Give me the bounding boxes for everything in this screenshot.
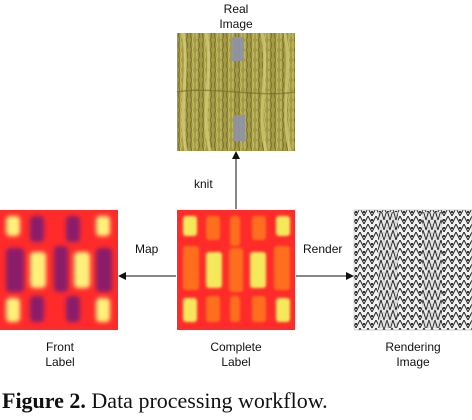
- rendering-image-panel: [353, 209, 472, 331]
- real-image-panel: [176, 32, 296, 152]
- complete-label-label-line2: Label: [221, 355, 251, 369]
- edge-label-map: Map: [133, 242, 161, 256]
- front-label-label: Front Label: [25, 340, 95, 370]
- edge-label-render: Render: [301, 242, 345, 256]
- real-image-label-line1: Real: [223, 2, 249, 16]
- rendering-image-label: Rendering Image: [368, 340, 458, 370]
- complete-label-panel: [177, 210, 295, 330]
- front-label-label-line2: Label: [45, 355, 75, 369]
- figure-caption-prefix: Figure 2.: [2, 388, 86, 413]
- real-image-label-line2: Image: [219, 17, 253, 31]
- edge-label-knit: knit: [192, 177, 215, 191]
- figure-caption: Figure 2. Data processing workflow.: [2, 388, 328, 414]
- front-label-label-line1: Front: [45, 340, 74, 354]
- front-label-panel: [0, 210, 118, 330]
- complete-label-label: Complete Label: [196, 340, 276, 370]
- complete-label-label-line1: Complete: [210, 340, 262, 354]
- rendering-image-label-line2: Image: [396, 355, 430, 369]
- rendering-image-label-line1: Rendering: [385, 340, 441, 354]
- real-image-label: Real Image: [206, 2, 266, 32]
- figure-caption-text: Data processing workflow.: [91, 388, 328, 413]
